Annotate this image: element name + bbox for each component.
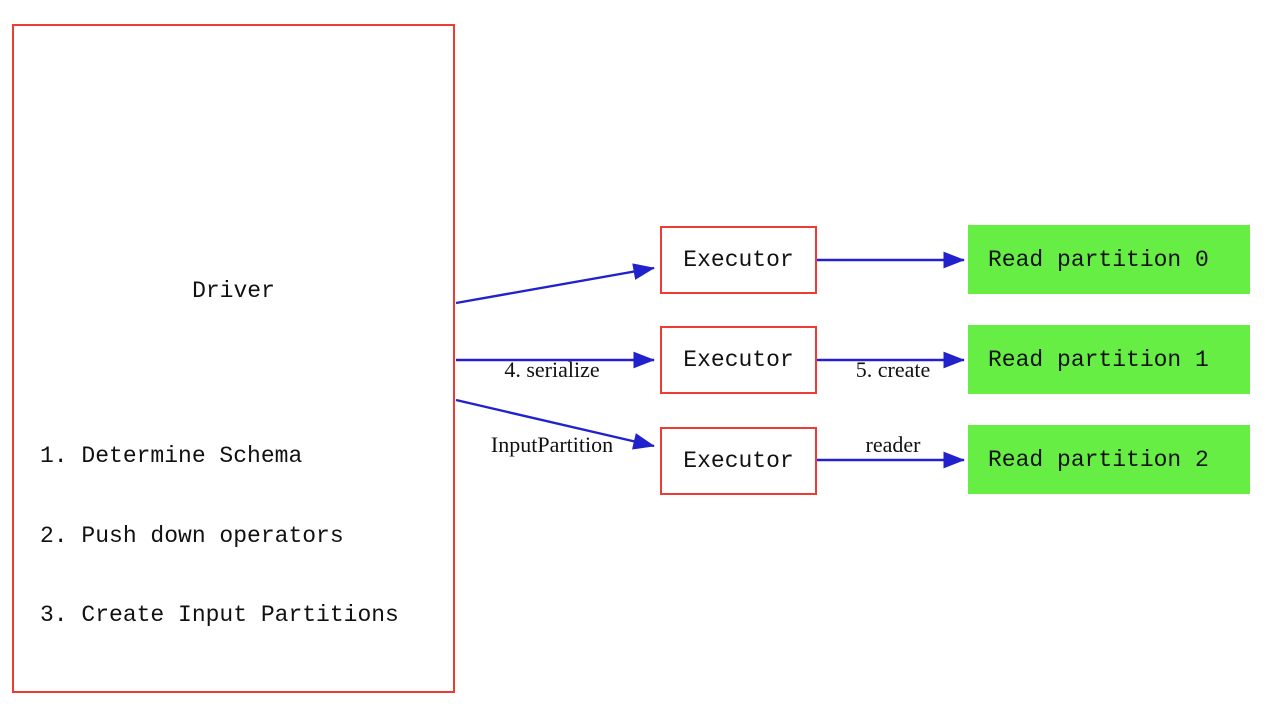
partition-label-0: Read partition 0 — [988, 246, 1209, 273]
edge-label-serialize-line2: InputPartition — [490, 432, 614, 457]
edge-label-create-reader-line2: reader — [865, 432, 921, 457]
partition-box-1: Read partition 1 — [968, 325, 1250, 394]
arrow-driver-to-executor-0 — [455, 263, 655, 305]
executor-label-1: Executor — [683, 347, 794, 373]
executor-box-1: Executor — [660, 326, 817, 394]
driver-step-3: 3. Create Input Partitions — [40, 602, 399, 628]
driver-step-1: 1. Determine Schema — [40, 443, 303, 469]
partition-label-2: Read partition 2 — [988, 446, 1209, 473]
edge-label-create-reader: 5. create reader — [824, 307, 962, 507]
edge-label-create-reader-line1: 5. create — [855, 357, 931, 382]
partition-box-2: Read partition 2 — [968, 425, 1250, 494]
executor-label-0: Executor — [683, 247, 794, 273]
driver-title: Driver — [192, 278, 275, 304]
driver-steps-list: 1. Determine Schema 2. Push down operato… — [40, 390, 399, 682]
edge-label-serialize-line1: 4. serialize — [504, 357, 600, 382]
executor-box-0: Executor — [660, 226, 817, 294]
edge-label-serialize-input-partition: 4. serialize InputPartition — [466, 307, 638, 507]
driver-box: Driver 1. Determine Schema 2. Push down … — [12, 24, 455, 693]
driver-step-2: 2. Push down operators — [40, 522, 344, 549]
partition-box-0: Read partition 0 — [968, 225, 1250, 294]
partition-label-1: Read partition 1 — [988, 346, 1209, 373]
executor-label-2: Executor — [683, 448, 794, 474]
executor-box-2: Executor — [660, 427, 817, 495]
